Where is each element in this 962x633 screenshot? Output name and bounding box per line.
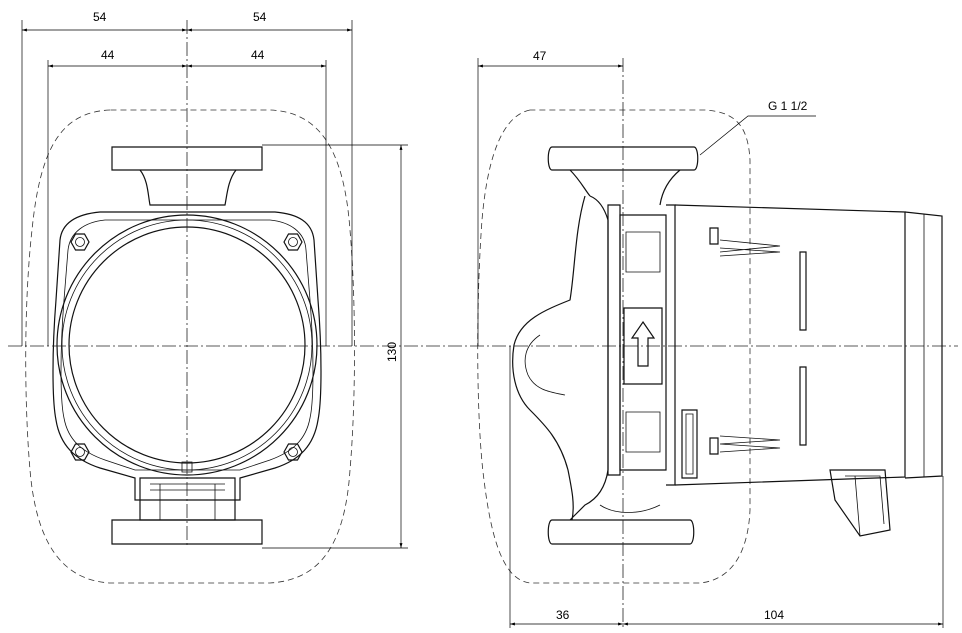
dim-text-36: 36 (556, 608, 570, 622)
flow-arrow-icon (630, 320, 656, 367)
front-pump-body (52, 211, 322, 501)
side-bottom-flange (547, 504, 695, 545)
dim-text-44-left: 44 (101, 48, 115, 62)
side-pump-housing (512, 195, 609, 521)
dim-text-44-right: 44 (251, 48, 265, 62)
dim-text-130: 130 (385, 342, 399, 362)
flow-direction-arrow-box (623, 307, 663, 385)
side-motor-body (666, 204, 943, 486)
front-top-flange (111, 146, 263, 206)
dim-text-104: 104 (764, 608, 784, 622)
dim-text-54-left: 54 (93, 10, 107, 24)
side-envelope (477, 109, 751, 584)
front-envelope (25, 109, 355, 584)
thread-label: G 1 1/2 (768, 99, 808, 113)
side-top-flange (547, 146, 699, 206)
dim-text-47: 47 (533, 49, 547, 63)
front-bolts (70, 233, 303, 461)
front-bottom-flange (111, 519, 263, 545)
side-view: G 1 1/2 47 36 104 (477, 49, 944, 628)
dim-text-54-right: 54 (253, 10, 267, 24)
thread-leader-line (699, 115, 816, 156)
front-view: 54 54 44 44 130 (8, 10, 958, 584)
side-connector (681, 409, 891, 537)
